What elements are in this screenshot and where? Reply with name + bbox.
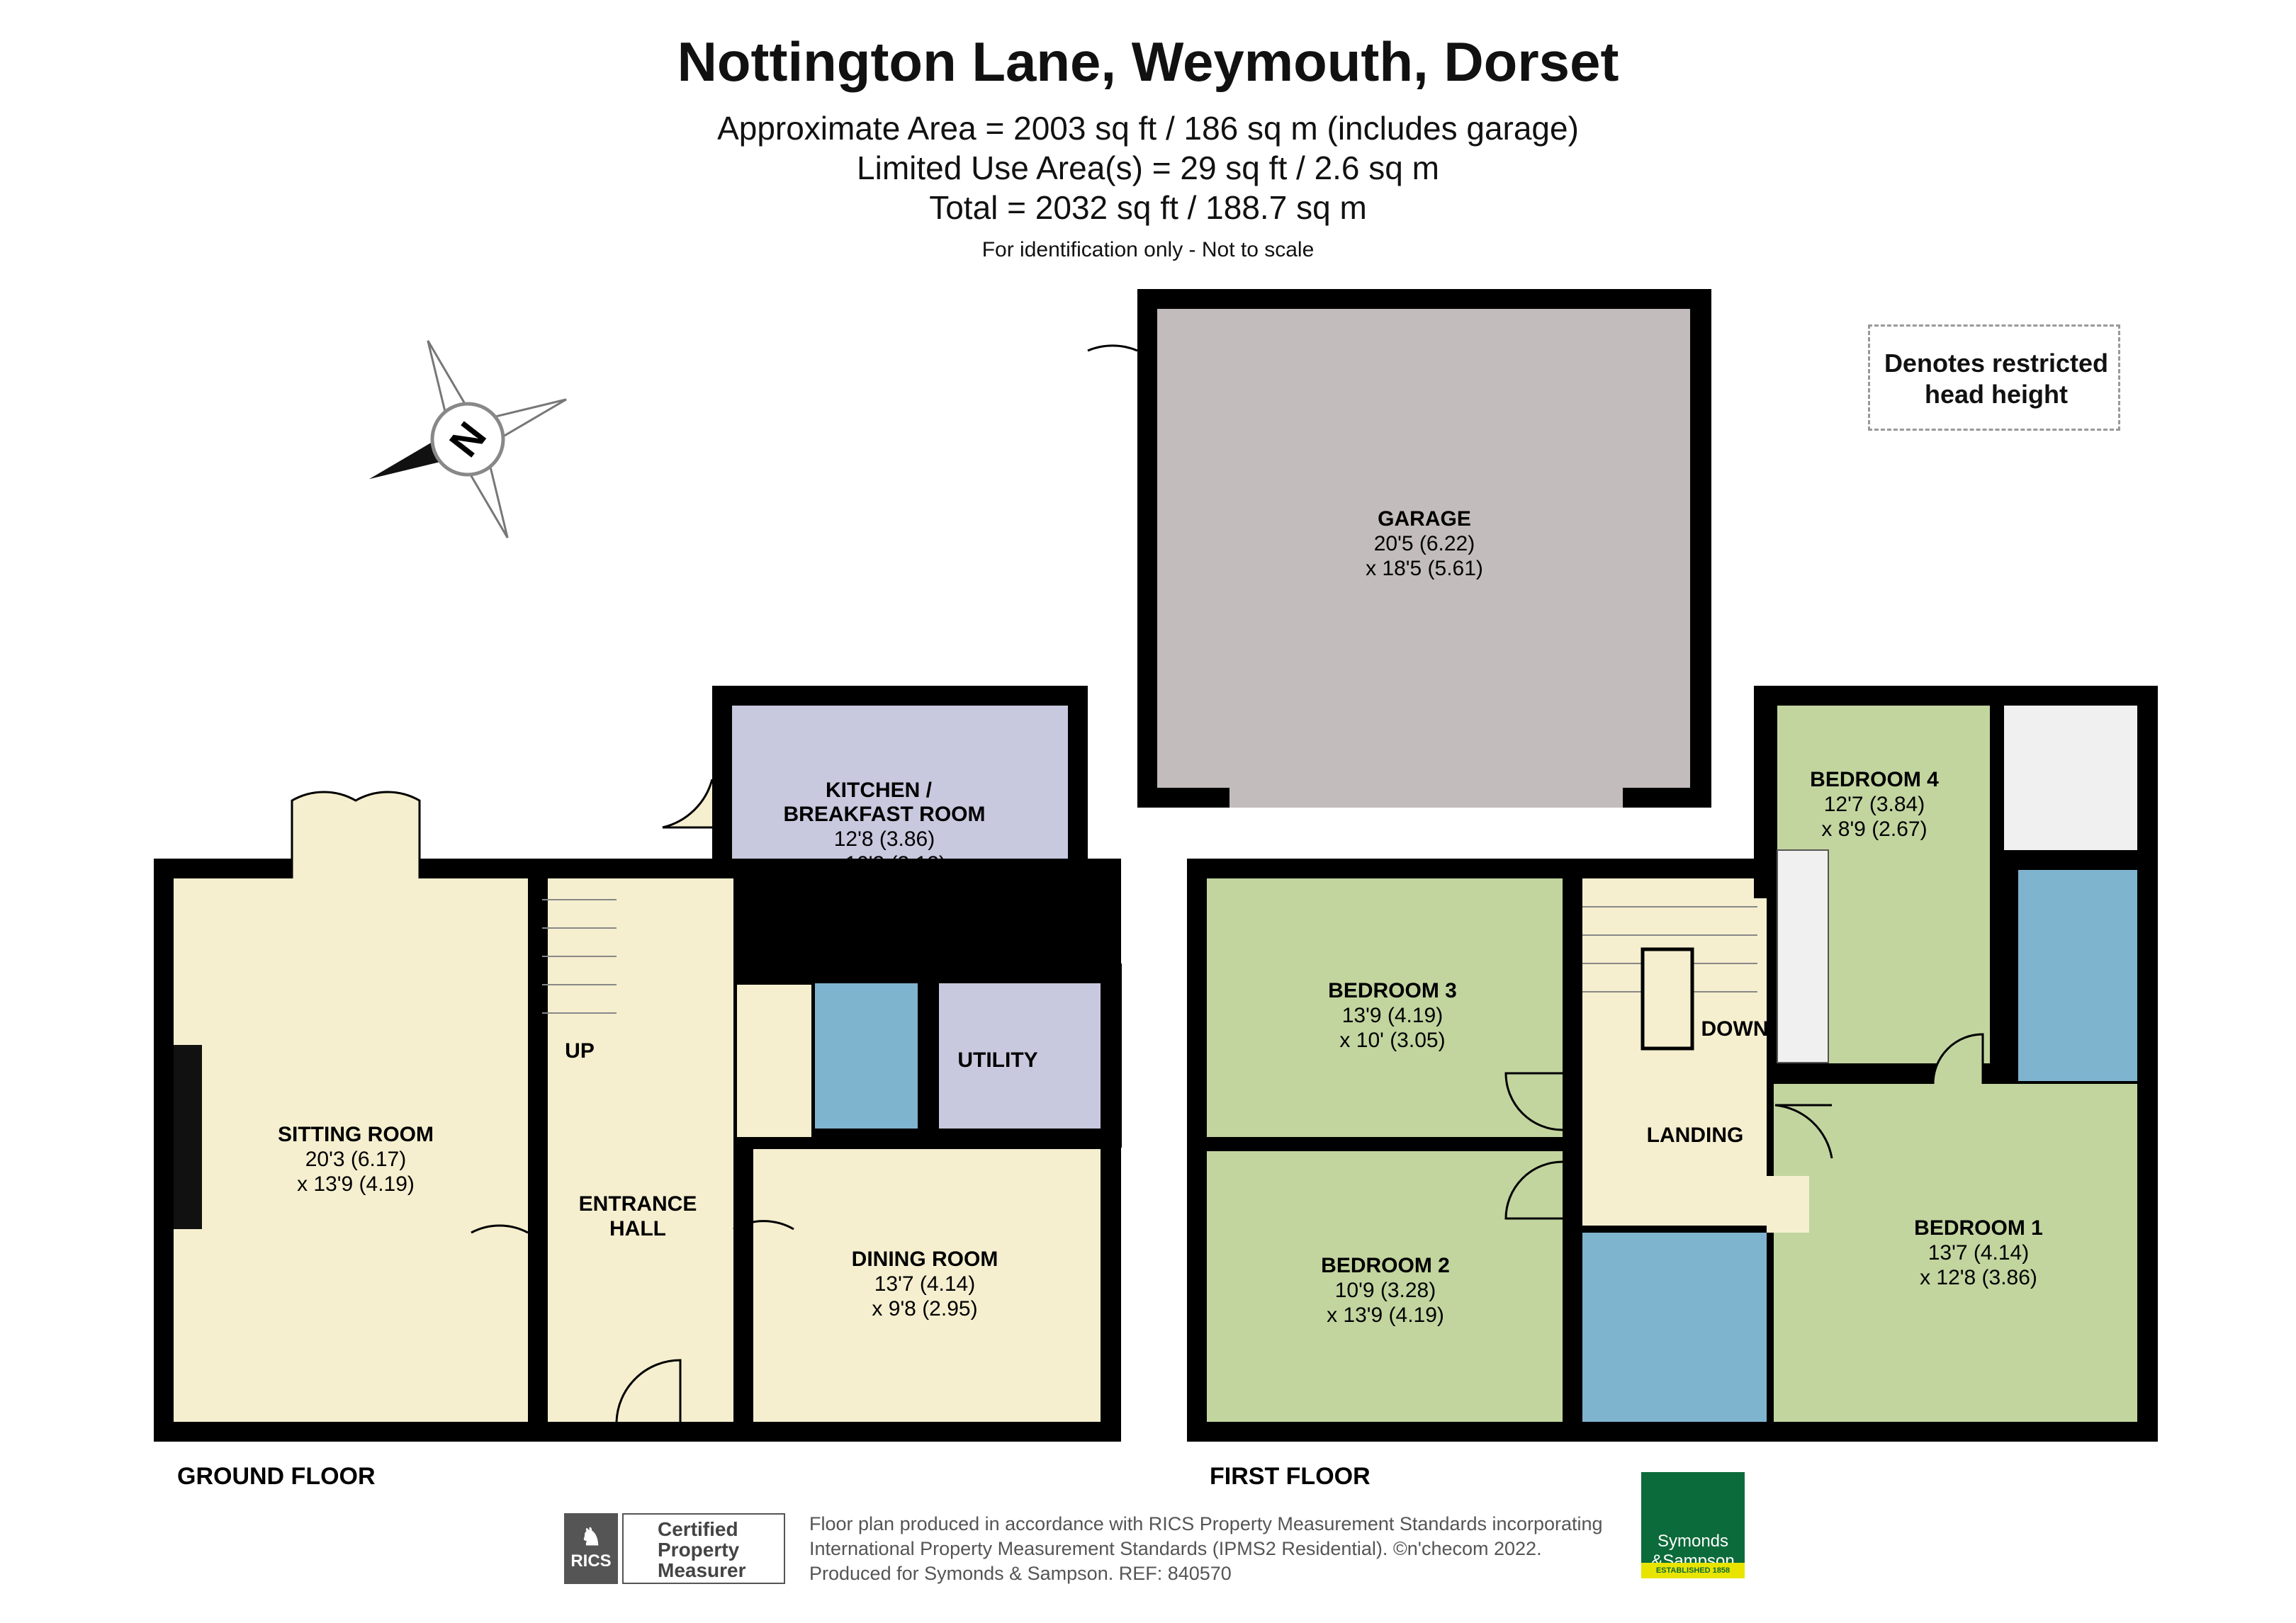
kitchen-dim-1: 12'8 (3.86) bbox=[834, 827, 935, 851]
rics-lion-icon: ♞ bbox=[580, 1524, 602, 1551]
kitchen-label-2: BREAKFAST ROOM bbox=[784, 803, 986, 826]
bedroom-4-label: BEDROOM 4 bbox=[1810, 768, 1939, 791]
bedroom-3-label: BEDROOM 3 bbox=[1328, 979, 1457, 1002]
stairs-down-label: DOWN bbox=[1701, 1017, 1769, 1041]
restricted-height-text: Denotes restricted head height bbox=[1884, 349, 2109, 409]
bedroom-3-dim-1: 13'9 (4.19) bbox=[1342, 1004, 1444, 1027]
ss-established: ESTABLISHED 1858 bbox=[1641, 1563, 1745, 1578]
kitchen-label-1: KITCHEN / bbox=[826, 779, 933, 802]
approx-area: Approximate Area = 2003 sq ft / 186 sq m… bbox=[717, 110, 1579, 147]
dining-room-dim-2: x 9'8 (2.95) bbox=[872, 1297, 977, 1321]
sitting-room-dim-2: x 13'9 (4.19) bbox=[297, 1172, 415, 1196]
total-area: Total = 2032 sq ft / 188.7 sq m bbox=[929, 189, 1367, 226]
cpm-line-1: Certified bbox=[658, 1518, 738, 1540]
stairs-up-label: UP bbox=[565, 1039, 595, 1063]
first-floor-label: FIRST FLOOR bbox=[1210, 1463, 1371, 1490]
certified-measurer-badge: Certified Property Measurer bbox=[622, 1513, 785, 1584]
rics-text: RICS bbox=[570, 1551, 612, 1571]
symonds-sampson-logo: Symonds &Sampson ESTABLISHED 1858 bbox=[1641, 1472, 1745, 1578]
limited-area: Limited Use Area(s) = 29 sq ft / 2.6 sq … bbox=[857, 149, 1439, 186]
bedroom-1-dim-1: 13'7 (4.14) bbox=[1928, 1241, 2030, 1265]
footer-line-1: Floor plan produced in accordance with R… bbox=[809, 1513, 1603, 1534]
restricted-height-legend: Denotes restricted head height bbox=[1868, 324, 2120, 431]
cpm-line-2: Property bbox=[658, 1539, 740, 1561]
bedroom-3-dim-2: x 10' (3.05) bbox=[1339, 1029, 1445, 1052]
bedroom-2-dim-2: x 13'9 (4.19) bbox=[1327, 1304, 1444, 1327]
bedroom-4-dim-2: x 8'9 (2.67) bbox=[1821, 818, 1927, 841]
sitting-room-dim-1: 20'3 (6.17) bbox=[305, 1148, 407, 1171]
bedroom-1-dim-2: x 12'8 (3.86) bbox=[1920, 1266, 2037, 1289]
bedroom-2-dim-1: 10'9 (3.28) bbox=[1335, 1279, 1436, 1302]
room-labels: GARAGE 20'5 (6.22) x 18'5 (5.61) KITCHEN… bbox=[278, 507, 2043, 1327]
page-title: Nottington Lane, Weymouth, Dorset bbox=[677, 30, 1619, 93]
cpm-line-3: Measurer bbox=[658, 1559, 746, 1581]
garage-dim-1: 20'5 (6.22) bbox=[1374, 532, 1475, 555]
utility-label: UTILITY bbox=[957, 1048, 1037, 1072]
landing-label: LANDING bbox=[1647, 1124, 1744, 1147]
hall-label-2: HALL bbox=[609, 1217, 666, 1240]
sitting-room-label: SITTING ROOM bbox=[278, 1123, 434, 1146]
garage-label: GARAGE bbox=[1378, 507, 1471, 531]
disclaimer: For identification only - Not to scale bbox=[981, 238, 1315, 261]
bedroom-2-label: BEDROOM 2 bbox=[1321, 1254, 1450, 1277]
bedroom-1-label: BEDROOM 1 bbox=[1914, 1216, 2043, 1240]
garage-dim-2: x 18'5 (5.61) bbox=[1366, 557, 1483, 580]
footer-line-2: International Property Measurement Stand… bbox=[809, 1538, 1542, 1559]
footer-text: Floor plan produced in accordance with R… bbox=[809, 1512, 1603, 1586]
kitchen-dim-2: x 10'3 (3.12) bbox=[828, 852, 946, 876]
ss-line-1: Symonds bbox=[1657, 1532, 1729, 1551]
hall-label-1: ENTRANCE bbox=[579, 1192, 697, 1216]
footer-line-3: Produced for Symonds & Sampson. REF: 840… bbox=[809, 1563, 1232, 1584]
dining-room-dim-1: 13'7 (4.14) bbox=[874, 1272, 976, 1296]
rics-logo: ♞RICS bbox=[564, 1513, 618, 1584]
dining-room-label: DINING ROOM bbox=[852, 1248, 998, 1271]
ground-floor-label: GROUND FLOOR bbox=[177, 1463, 376, 1490]
bedroom-4-dim-1: 12'7 (3.84) bbox=[1824, 793, 1925, 816]
compass-icon bbox=[368, 340, 567, 538]
